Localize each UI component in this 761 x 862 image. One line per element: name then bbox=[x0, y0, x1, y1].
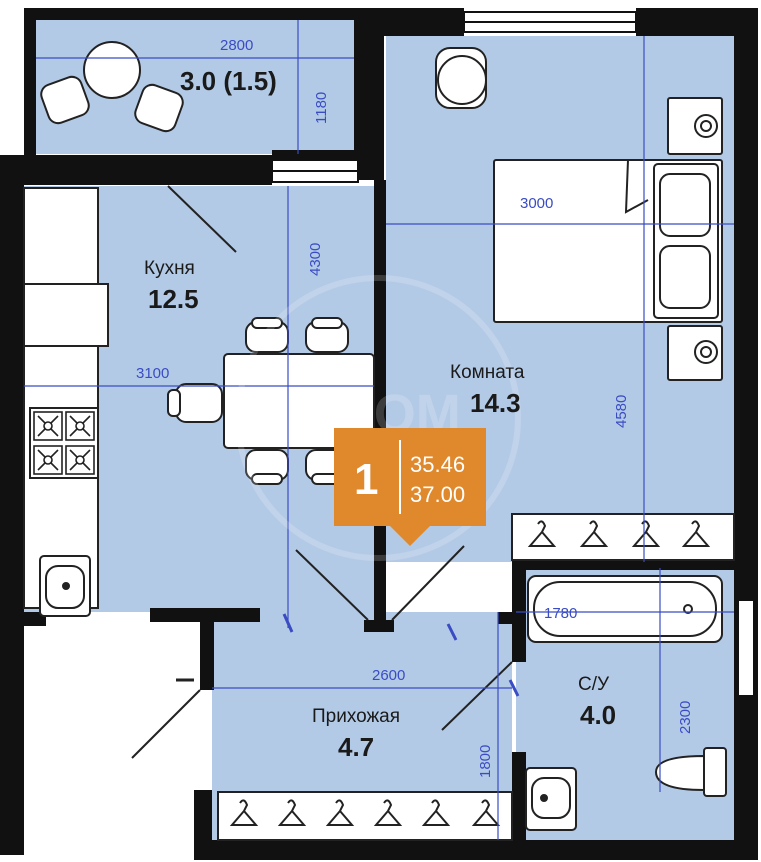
kitchen-sink-icon bbox=[39, 555, 91, 617]
dim-kitchen-width: 3100 bbox=[136, 365, 169, 382]
hall-floor bbox=[212, 612, 512, 792]
wall bbox=[512, 752, 526, 852]
wall bbox=[24, 8, 358, 20]
room-name: Комната bbox=[450, 362, 525, 383]
hanger-icon bbox=[631, 520, 661, 547]
toilet-icon bbox=[654, 747, 727, 797]
room-labels: 3.0 (1.5) Кухня 12.5 Комната 14.3 Прихож… bbox=[144, 66, 616, 762]
hanger-icon bbox=[579, 520, 609, 547]
wall bbox=[0, 155, 24, 855]
nightstand-icon bbox=[667, 97, 723, 381]
badge-living-area: 35.46 bbox=[410, 452, 465, 477]
dim-bath-width: 1780 bbox=[544, 605, 577, 622]
wall bbox=[512, 560, 734, 570]
area-badge: 1 35.46 37.00 bbox=[334, 428, 486, 546]
hangers bbox=[229, 520, 711, 826]
wall bbox=[384, 8, 464, 36]
hanger-icon bbox=[373, 799, 403, 826]
wall bbox=[354, 8, 384, 180]
dim-hall-width: 2600 bbox=[372, 667, 405, 684]
dimension-ticks bbox=[282, 613, 520, 697]
balcony-furniture bbox=[40, 41, 184, 133]
wall bbox=[0, 612, 46, 626]
door-entrance bbox=[131, 689, 201, 759]
bath-area: 4.0 bbox=[580, 700, 616, 730]
kitchen-name: Кухня bbox=[144, 258, 195, 279]
dimension-labels: 2800 1180 4300 3100 3000 4580 2600 1800 … bbox=[136, 37, 694, 778]
armchair-room-icon bbox=[435, 47, 487, 109]
dimension-lines bbox=[24, 20, 734, 840]
bathtub-icon bbox=[527, 575, 723, 643]
wall bbox=[272, 150, 358, 160]
door-room bbox=[391, 545, 465, 621]
dim-bath-length: 2300 bbox=[677, 701, 694, 734]
bath-sink-icon bbox=[525, 767, 577, 831]
dining-table bbox=[223, 353, 375, 449]
door-kitchen bbox=[295, 549, 369, 621]
hanger-icon bbox=[681, 520, 711, 547]
windows bbox=[271, 11, 755, 697]
dim-kitchen-length: 4300 bbox=[307, 243, 324, 276]
hanger-icon bbox=[421, 799, 451, 826]
dim-room-width: 3000 bbox=[520, 195, 553, 212]
bed-icon bbox=[493, 159, 723, 323]
door-bath bbox=[441, 661, 513, 731]
dim-balcony-width: 2800 bbox=[220, 37, 253, 54]
wall bbox=[194, 790, 212, 860]
dim-room-length: 4580 bbox=[613, 395, 630, 428]
hanger-icon bbox=[325, 799, 355, 826]
walls bbox=[0, 8, 758, 860]
wall bbox=[364, 620, 394, 632]
dim-balcony-depth: 1180 bbox=[313, 92, 330, 124]
bath-fittings bbox=[525, 575, 727, 831]
kitchen-area: 12.5 bbox=[148, 284, 199, 314]
dim-hall-depth: 1800 bbox=[477, 745, 494, 778]
balcony-area: 3.0 (1.5) bbox=[180, 66, 277, 96]
window-bath bbox=[737, 599, 755, 697]
hall-wardrobe bbox=[217, 791, 513, 841]
dining-set bbox=[167, 317, 375, 485]
bath-name: С/У bbox=[578, 674, 610, 695]
wall bbox=[0, 155, 272, 185]
wall bbox=[24, 8, 36, 158]
wall bbox=[194, 840, 758, 860]
kitchen-fittings bbox=[23, 187, 109, 617]
fridge-block bbox=[23, 283, 109, 347]
doors bbox=[131, 185, 513, 759]
hall-name: Прихожая bbox=[312, 706, 400, 727]
wall bbox=[200, 608, 214, 690]
room-furniture bbox=[435, 47, 735, 561]
hanger-icon bbox=[277, 799, 307, 826]
hanger-icon bbox=[229, 799, 259, 826]
hall-area: 4.7 bbox=[338, 732, 374, 762]
wall bbox=[734, 8, 758, 600]
room-area: 14.3 bbox=[470, 388, 521, 418]
hanger-icon bbox=[471, 799, 501, 826]
badge-rooms: 1 bbox=[354, 455, 378, 504]
badge-total-area: 37.00 bbox=[410, 482, 465, 507]
kitchen-counter bbox=[23, 187, 99, 609]
door-balcony bbox=[167, 185, 237, 253]
wall bbox=[498, 612, 516, 624]
burner-icon bbox=[33, 411, 95, 475]
round-table bbox=[83, 41, 141, 99]
armchair-icon bbox=[40, 75, 184, 133]
hanger-icon bbox=[527, 520, 557, 547]
